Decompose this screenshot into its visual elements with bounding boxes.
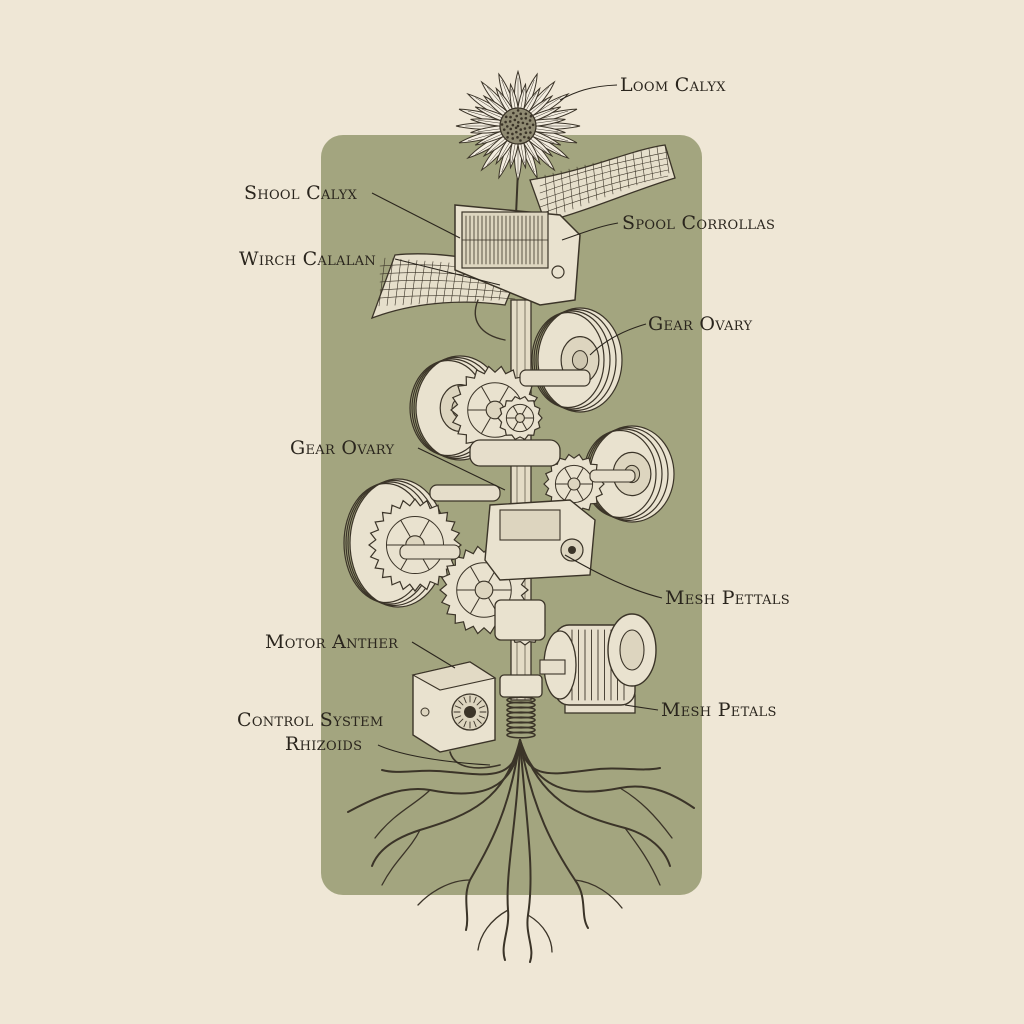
label-control-system: Control System [237, 709, 384, 731]
leader-loom-calyx [559, 84, 618, 101]
root-system [347, 739, 695, 963]
center-small-gear [497, 395, 543, 441]
cross-shafts [399, 369, 636, 560]
root-strand [527, 914, 553, 953]
label-shool-calyx: Shool Calyx [244, 182, 358, 204]
label-mesh-petals: Mesh Petals [661, 699, 777, 721]
leader-mesh-petals [624, 704, 659, 711]
leader-spool-corrollas [561, 222, 619, 241]
electric-motor [539, 613, 657, 714]
mesh-ribbon-upper [529, 144, 676, 223]
root-strand [381, 739, 521, 776]
label-wirch-calalan: Wirch Calalan [239, 248, 376, 270]
label-rhizoids: Rhizoids [285, 733, 362, 755]
label-spool-corrollas: Spool Corrollas [622, 212, 775, 234]
root-strand [371, 739, 521, 867]
root-strand [502, 739, 521, 961]
lower-coupling [494, 599, 546, 739]
label-gear-ovary-top: Gear Ovary [648, 313, 752, 335]
middle-right-gear [543, 453, 605, 515]
root-strand [465, 739, 521, 931]
root-strand [381, 829, 421, 886]
leader-gear-ovary-top [589, 323, 647, 356]
root-strand [624, 827, 661, 886]
bearing-housing [484, 499, 596, 581]
leader-rhizoids [377, 744, 491, 766]
leader-gear-ovary-mid [417, 447, 506, 491]
leader-lines [371, 84, 663, 766]
leader-mesh-pettals [564, 554, 663, 599]
label-loom-calyx: Loom Calyx [620, 74, 726, 96]
root-strand [417, 879, 471, 906]
root-strand [519, 739, 661, 775]
root-strand [519, 739, 671, 867]
control-box [411, 661, 501, 769]
loom-box [454, 204, 581, 341]
root-strand [574, 879, 623, 909]
root-strand [519, 739, 533, 963]
label-gear-ovary-mid: Gear Ovary [290, 437, 394, 459]
root-strand [519, 739, 589, 929]
label-mesh-pettals: Mesh Pettals [665, 587, 790, 609]
root-strand [374, 789, 431, 839]
leader-wirch-calalan [394, 258, 501, 286]
upper-right-wheel [531, 307, 623, 413]
root-strand [619, 787, 673, 839]
flower-head [455, 69, 581, 183]
leader-shool-calyx [371, 192, 461, 239]
root-strand [477, 909, 509, 951]
label-motor-anther: Motor Anther [265, 631, 399, 653]
leader-motor-anther [411, 641, 456, 669]
